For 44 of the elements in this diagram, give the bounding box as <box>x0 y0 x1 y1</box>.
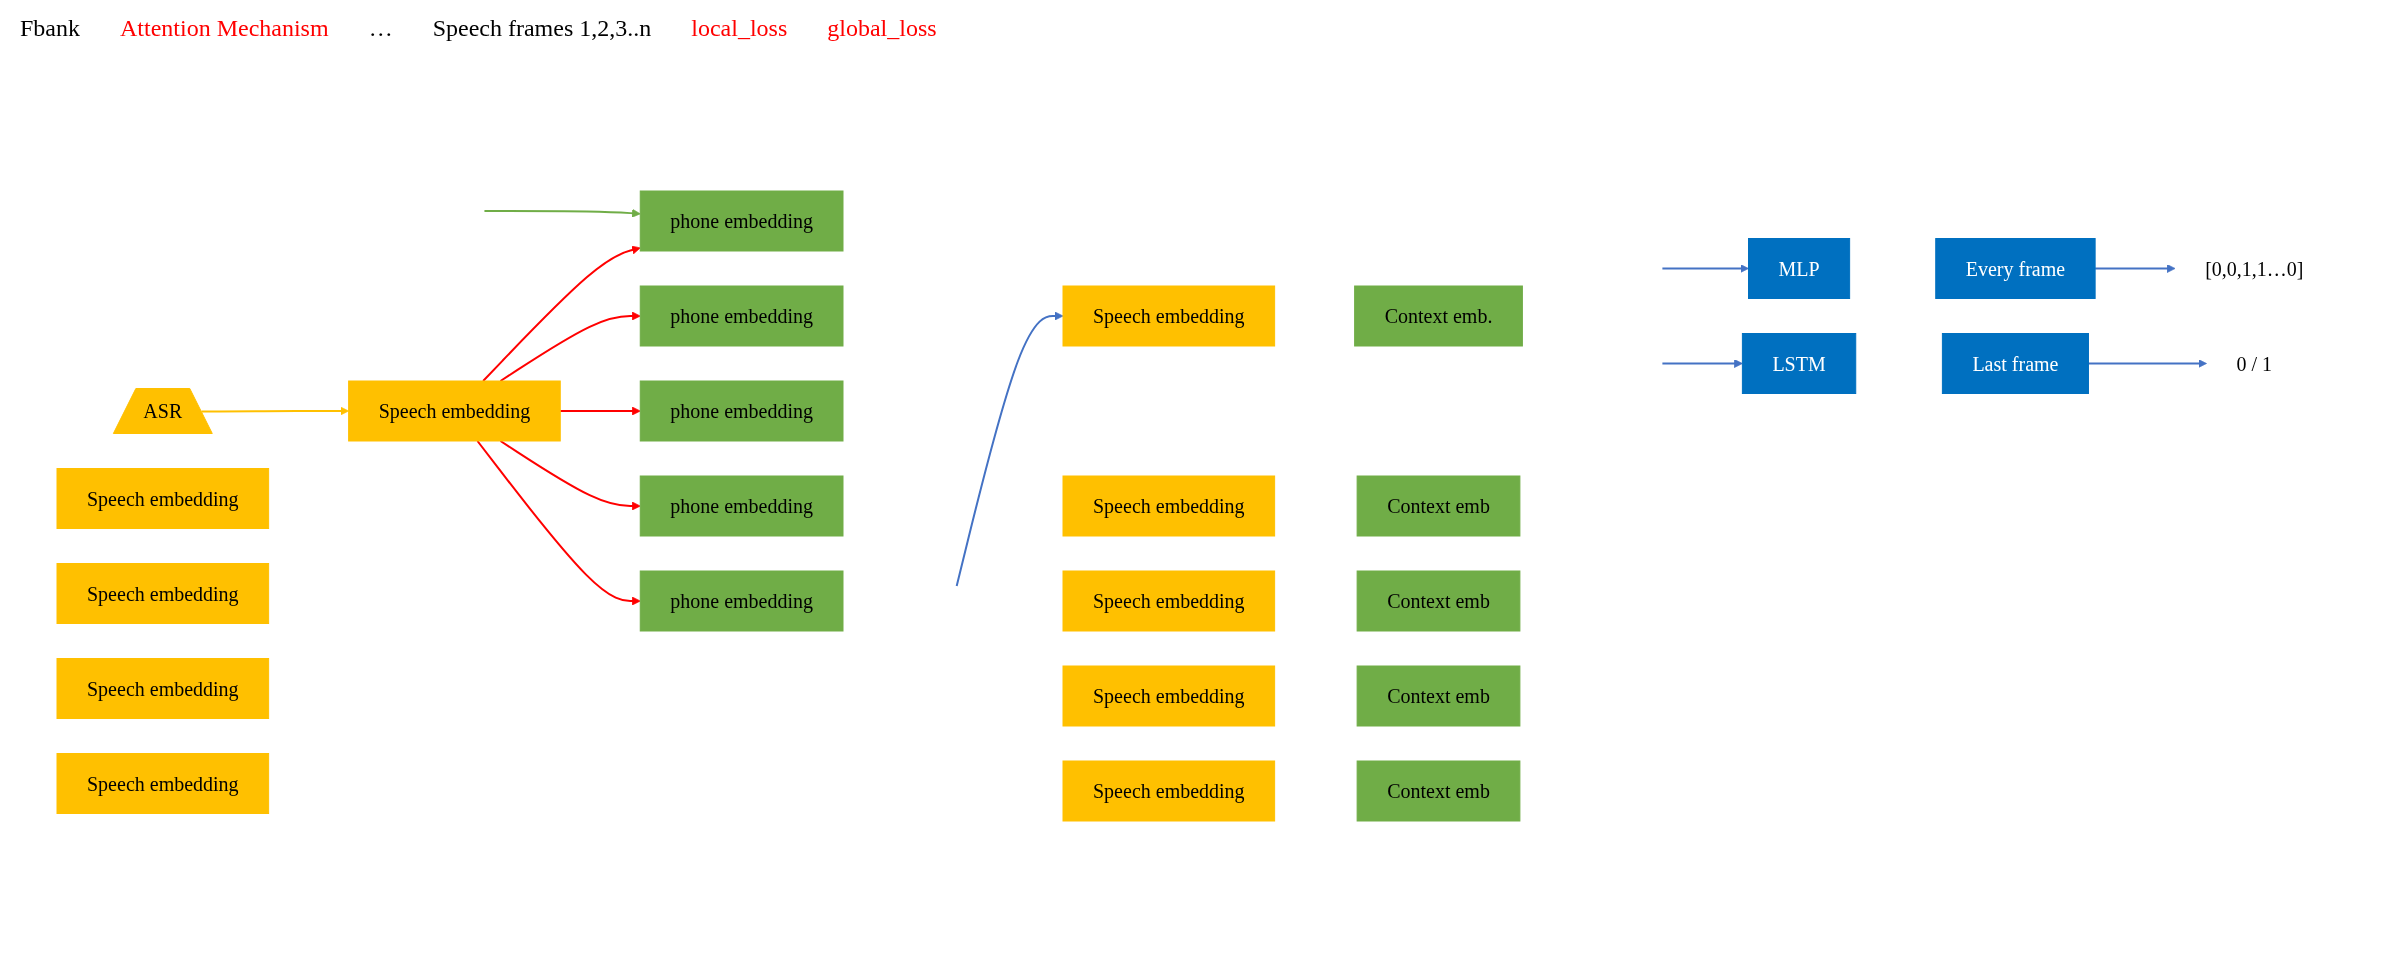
arrow <box>200 406 350 416</box>
arrow <box>2087 359 2208 368</box>
node-box: LSTM <box>1742 333 1857 394</box>
node-box: MLP <box>1748 238 1851 299</box>
node-box: phone embedding <box>640 570 844 632</box>
node-box: Speech embedding <box>56 658 270 719</box>
node-box: Context emb <box>1356 475 1521 537</box>
node-box: phone embedding <box>640 190 844 252</box>
node-text: 0 / 1 <box>2236 352 2273 375</box>
node-text: [0,0,1,1…0] <box>2205 257 2304 280</box>
node-box: phone embedding <box>640 380 844 442</box>
node-box: Speech embedding <box>1062 570 1276 632</box>
arrow <box>1661 264 1750 273</box>
node-box: phone embedding <box>640 475 844 537</box>
text-label: Attention Mechanism <box>120 14 329 42</box>
node-box: phone embedding <box>640 285 844 347</box>
text-label: local_loss <box>691 14 788 42</box>
node-box: Speech embedding <box>1062 475 1276 537</box>
node-box: Speech embedding <box>56 753 270 814</box>
node-box: Context emb <box>1356 570 1521 632</box>
node-box: Context emb <box>1356 760 1521 822</box>
arrow <box>483 208 641 218</box>
text-label: … <box>368 14 393 42</box>
node-box: Speech embedding <box>348 380 561 442</box>
arrow <box>476 440 641 606</box>
arrow <box>499 311 641 382</box>
text-label: Fbank <box>20 14 80 42</box>
node-box: Last frame <box>1942 333 2090 394</box>
text-label: global_loss <box>827 14 937 42</box>
node-box: Speech embedding <box>1062 285 1276 347</box>
arrow <box>482 245 641 382</box>
arrow <box>955 311 1064 587</box>
node-box: Speech embedding <box>56 468 270 529</box>
arrow <box>559 406 641 416</box>
node-box: Context emb. <box>1354 285 1524 347</box>
node-box: Speech embedding <box>1062 760 1276 822</box>
node-box: Every frame <box>1935 238 2096 299</box>
arrow <box>2094 264 2176 273</box>
arrow <box>499 440 641 511</box>
node-box: Speech embedding <box>56 563 270 624</box>
node-box: Context emb <box>1356 665 1521 727</box>
node-box: Speech embedding <box>1062 665 1276 727</box>
arrow <box>1661 359 1744 368</box>
text-label: Speech frames 1,2,3..n <box>432 14 652 42</box>
